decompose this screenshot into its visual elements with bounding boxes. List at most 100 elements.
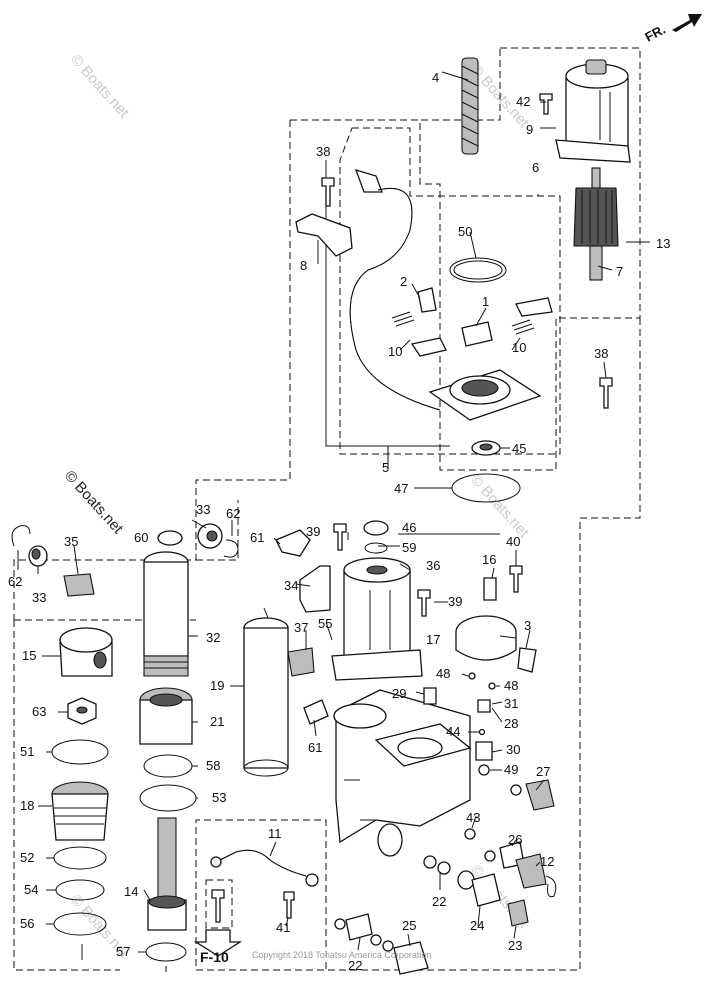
callout-39b: 39 (448, 594, 462, 609)
callout-7: 7 (616, 264, 623, 279)
callout-41: 41 (276, 920, 290, 935)
callout-31: 31 (504, 696, 518, 711)
small-part (471, 873, 501, 907)
small-part (478, 764, 490, 776)
bracket-part (299, 565, 331, 613)
callout-55: 55 (318, 616, 332, 631)
callout-58: 58 (206, 758, 220, 773)
motor-housing-part (555, 59, 631, 163)
tilt-cylinder-part (143, 551, 189, 677)
front-label: FR. (642, 22, 668, 45)
reservoir-part (331, 557, 423, 681)
small-part (525, 779, 555, 811)
reference-label: F-10 (200, 949, 229, 965)
callout-32: 32 (206, 630, 220, 645)
piston-part (51, 781, 109, 841)
pump-part (455, 615, 517, 661)
callout-63: 63 (32, 704, 46, 719)
reference-arrow-icon (193, 929, 243, 957)
small-part (468, 672, 476, 680)
screw-part (509, 565, 523, 593)
callout-13: 13 (656, 236, 670, 251)
plug-part (423, 687, 437, 705)
callout-25: 25 (402, 918, 416, 933)
small-part (382, 940, 394, 952)
callout-12: 12 (540, 854, 554, 869)
bolt-part (283, 891, 295, 919)
callout-49: 49 (504, 762, 518, 777)
o-ring-part (145, 942, 187, 962)
small-part (370, 934, 382, 946)
small-part (545, 875, 557, 898)
callout-labels: 1 2 3 4 5 6 7 8 9 10 10 11 12 13 14 15 1… (8, 70, 670, 973)
callout-38a: 38 (316, 144, 330, 159)
callout-52: 52 (20, 850, 34, 865)
callout-51: 51 (20, 744, 34, 759)
callout-53: 53 (212, 790, 226, 805)
clamp-part (275, 529, 311, 557)
callout-60: 60 (134, 530, 148, 545)
wire-harness-part (349, 169, 441, 411)
ring-part (363, 520, 389, 536)
screw-part (599, 377, 613, 409)
small-part (437, 861, 451, 875)
copyright-text: Copyright 2018 Tohatsu America Corporati… (252, 950, 431, 960)
callout-42: 42 (516, 94, 530, 109)
callout-6: 6 (532, 160, 539, 175)
callout-1: 1 (482, 294, 489, 309)
callout-30: 30 (506, 742, 520, 757)
callout-26: 26 (508, 832, 522, 847)
callout-39a: 39 (306, 524, 320, 539)
cylinder-body-part (333, 689, 472, 857)
small-part (478, 728, 486, 736)
callout-10b: 10 (512, 340, 526, 355)
clip-part (223, 539, 239, 558)
callout-28: 28 (504, 716, 518, 731)
watermark: © Boats.net (467, 471, 533, 541)
small-part (477, 699, 491, 713)
shaft-part (461, 57, 479, 155)
clip-part (11, 525, 31, 547)
callout-43: 43 (466, 810, 480, 825)
valve-knob-part (287, 647, 315, 677)
leader-lines (17, 71, 650, 972)
cylinder-head-part (139, 687, 193, 745)
callout-29: 29 (392, 686, 406, 701)
callout-16: 16 (482, 552, 496, 567)
callout-62a: 62 (226, 506, 240, 521)
watermark-dark: © Boats.net (61, 467, 127, 537)
watermark: © Boats.net (67, 51, 133, 121)
callout-37: 37 (294, 620, 308, 635)
ring-part (157, 530, 183, 546)
callout-17: 17 (426, 632, 440, 647)
callout-47: 47 (394, 481, 408, 496)
callout-56: 56 (20, 916, 34, 931)
callout-21: 21 (210, 714, 224, 729)
callout-3: 3 (524, 618, 531, 633)
callout-5: 5 (382, 460, 389, 475)
callout-18: 18 (20, 798, 34, 813)
callout-23: 23 (508, 938, 522, 953)
callout-54: 54 (24, 882, 38, 897)
sleeve-part (243, 617, 289, 777)
part-shapes (11, 57, 631, 975)
o-ring-part (449, 257, 507, 283)
callout-2: 2 (400, 274, 407, 289)
callout-61a: 61 (250, 530, 264, 545)
valve-part (483, 577, 497, 601)
callout-48a: 48 (436, 666, 450, 681)
small-part (484, 850, 496, 862)
screw-part (417, 589, 431, 617)
callout-14: 14 (124, 884, 138, 899)
brush-holder-part (391, 287, 553, 421)
callout-36: 36 (426, 558, 440, 573)
o-ring-part (53, 846, 107, 870)
callout-22b: 22 (348, 958, 362, 973)
callout-11: 11 (268, 826, 282, 841)
callout-27: 27 (536, 764, 550, 779)
small-part (423, 855, 437, 869)
callout-45: 45 (512, 441, 526, 456)
callout-48b: 48 (504, 678, 518, 693)
bracket-part (295, 213, 353, 257)
